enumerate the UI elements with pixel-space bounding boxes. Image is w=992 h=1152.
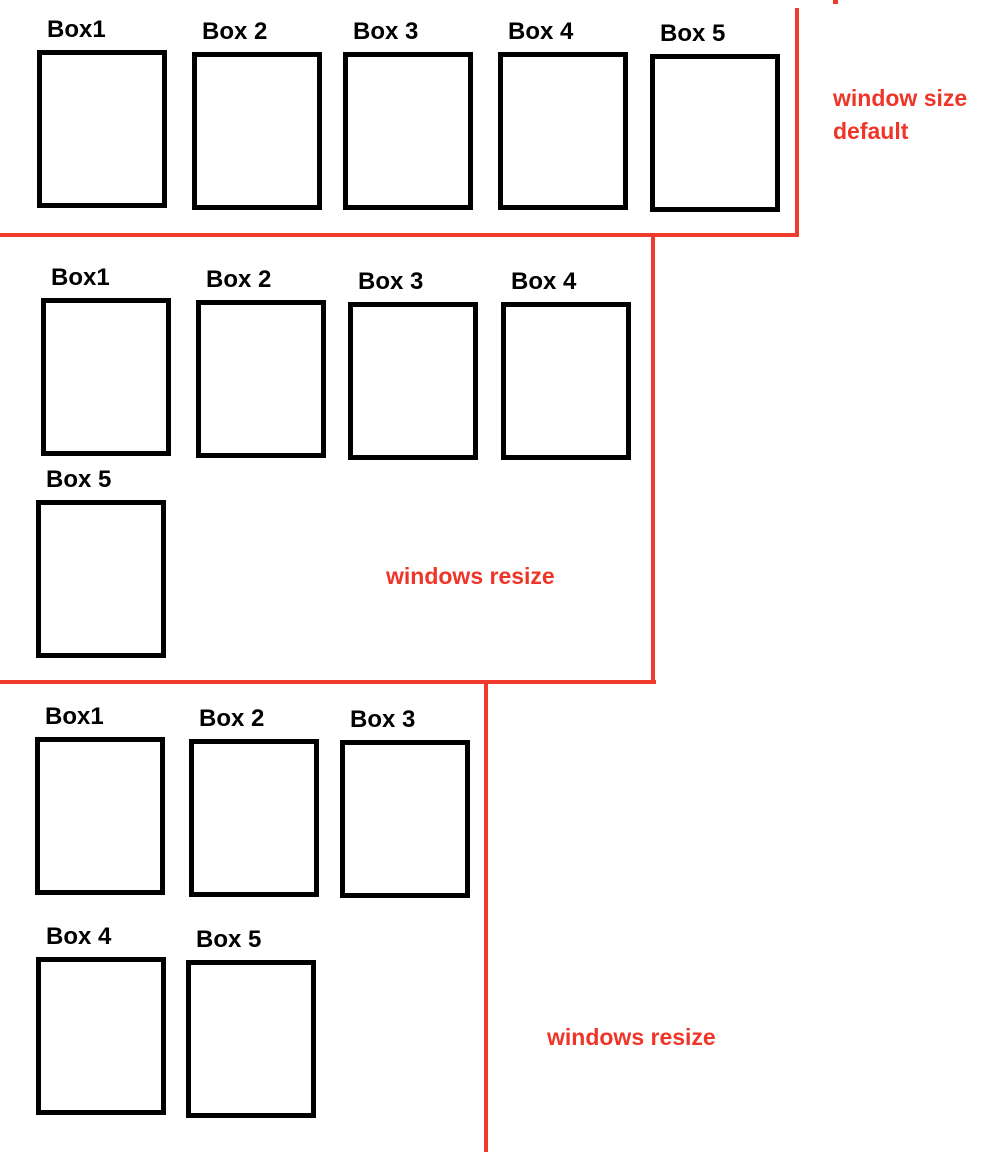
box-label: Box 4: [511, 268, 577, 295]
box-rect: [36, 957, 166, 1115]
box-unit: Box 2: [189, 705, 319, 897]
box-label: Box 2: [206, 266, 272, 293]
box-label: Box1: [47, 16, 106, 43]
box-rect: [340, 740, 470, 898]
annotation-line: windows resize: [386, 563, 555, 589]
box-rect: [37, 50, 167, 208]
box-rect: [650, 54, 780, 212]
box-label: Box 2: [202, 18, 268, 45]
annotation-line: default: [833, 118, 909, 144]
box-label: Box 3: [358, 268, 424, 295]
box-label: Box1: [51, 264, 110, 291]
box-unit: Box 5: [36, 466, 166, 658]
box-label: Box 5: [660, 20, 726, 47]
box-unit: Box 2: [196, 266, 326, 458]
box-unit: Box1: [37, 16, 167, 208]
box-unit: Box 4: [36, 923, 166, 1115]
box-rect: [192, 52, 322, 210]
box-unit: Box 3: [348, 268, 478, 460]
box-label: Box 5: [46, 466, 112, 493]
annotation-windows-resize-2: windows resize: [547, 1021, 716, 1054]
box-rect: [186, 960, 316, 1118]
box-rect: [501, 302, 631, 460]
annotation-window-size-default: window size default: [833, 82, 967, 148]
box-unit: Box 3: [343, 18, 473, 210]
stray-red-dot: [833, 0, 838, 4]
box-rect: [196, 300, 326, 458]
box-unit: Box1: [41, 264, 171, 456]
box-label: Box 4: [508, 18, 574, 45]
box-label: Box1: [45, 703, 104, 730]
box-unit: Box1: [35, 703, 165, 895]
window-boundary-vertical-resize1: [651, 237, 655, 683]
window-boundary-vertical-default: [795, 8, 799, 235]
box-rect: [348, 302, 478, 460]
annotation-windows-resize-1: windows resize: [386, 560, 555, 593]
box-rect: [36, 500, 166, 658]
box-unit: Box 4: [501, 268, 631, 460]
box-unit: Box 2: [192, 18, 322, 210]
box-label: Box 4: [46, 923, 112, 950]
box-unit: Box 5: [186, 926, 316, 1118]
box-rect: [498, 52, 628, 210]
window-boundary-vertical-resize2: [484, 684, 488, 1152]
box-rect: [35, 737, 165, 895]
window-boundary-horizontal-resize1: [0, 680, 656, 684]
box-rect: [41, 298, 171, 456]
annotation-line: windows resize: [547, 1024, 716, 1050]
box-unit: Box 3: [340, 706, 470, 898]
box-unit: Box 4: [498, 18, 628, 210]
box-rect: [343, 52, 473, 210]
window-boundary-horizontal-default: [0, 233, 799, 237]
box-label: Box 3: [353, 18, 419, 45]
box-label: Box 5: [196, 926, 262, 953]
box-rect: [189, 739, 319, 897]
box-label: Box 2: [199, 705, 265, 732]
box-unit: Box 5: [650, 20, 780, 212]
box-label: Box 3: [350, 706, 416, 733]
annotation-line: window size: [833, 85, 968, 111]
